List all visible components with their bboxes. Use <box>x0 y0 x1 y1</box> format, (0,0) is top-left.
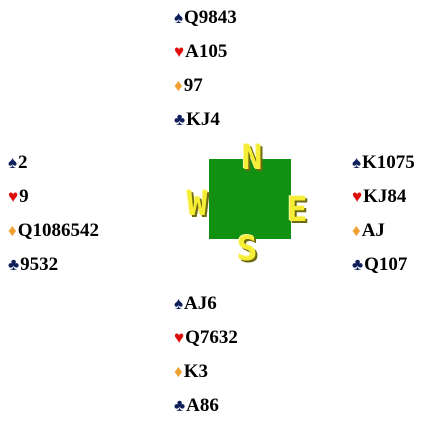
diamond-icon: ♦ <box>352 221 361 240</box>
compass-south-label: S <box>237 229 258 269</box>
west-hearts-row: ♥9 <box>8 180 99 214</box>
club-icon: ♣ <box>174 396 186 415</box>
west-diamonds-cards: Q1086542 <box>17 220 99 241</box>
west-spades-cards: 2 <box>18 152 28 173</box>
west-clubs-row: ♣9532 <box>8 248 99 282</box>
south-spades-cards: AJ6 <box>184 293 217 314</box>
club-icon: ♣ <box>8 255 20 274</box>
east-clubs-cards: Q107 <box>364 254 408 275</box>
heart-icon: ♥ <box>174 42 185 61</box>
south-diamonds-row: ♦K3 <box>174 355 238 389</box>
north-hearts-row: ♥A105 <box>174 35 237 69</box>
east-clubs-row: ♣Q107 <box>352 248 415 282</box>
south-diamonds-cards: K3 <box>183 361 208 382</box>
south-hand: ♠AJ6 ♥Q7632 ♦K3 ♣A86 <box>174 287 238 423</box>
spade-icon: ♠ <box>174 294 184 313</box>
heart-icon: ♥ <box>352 187 363 206</box>
east-diamonds-row: ♦AJ <box>352 214 415 248</box>
club-icon: ♣ <box>174 110 186 129</box>
south-clubs-row: ♣A86 <box>174 389 238 423</box>
compass-square <box>209 159 291 239</box>
north-spades-cards: Q9843 <box>184 7 237 28</box>
south-spades-row: ♠AJ6 <box>174 287 238 321</box>
east-hand: ♠K1075 ♥KJ84 ♦AJ ♣Q107 <box>352 146 415 282</box>
south-hearts-cards: Q7632 <box>185 327 238 348</box>
compass-east-label: E <box>287 190 308 230</box>
west-hand: ♠2 ♥9 ♦Q1086542 ♣9532 <box>8 146 99 282</box>
diamond-icon: ♦ <box>8 221 17 240</box>
compass-rose: N W E S <box>183 141 323 274</box>
diamond-icon: ♦ <box>174 362 183 381</box>
west-hearts-cards: 9 <box>19 186 29 207</box>
diamond-icon: ♦ <box>174 76 183 95</box>
north-hand: ♠Q9843 ♥A105 ♦97 ♣KJ4 <box>174 1 237 137</box>
east-diamonds-cards: AJ <box>361 220 385 241</box>
club-icon: ♣ <box>352 255 364 274</box>
east-hearts-cards: KJ84 <box>363 186 407 207</box>
east-spades-cards: K1075 <box>362 152 415 173</box>
north-hearts-cards: A105 <box>185 41 228 62</box>
compass-west-label: W <box>187 184 208 224</box>
north-clubs-row: ♣KJ4 <box>174 103 237 137</box>
spade-icon: ♠ <box>352 153 362 172</box>
spade-icon: ♠ <box>8 153 18 172</box>
north-diamonds-cards: 97 <box>183 75 203 96</box>
heart-icon: ♥ <box>8 187 19 206</box>
west-diamonds-row: ♦Q1086542 <box>8 214 99 248</box>
north-diamonds-row: ♦97 <box>174 69 237 103</box>
compass-north-label: N <box>242 138 263 178</box>
spade-icon: ♠ <box>174 8 184 27</box>
east-spades-row: ♠K1075 <box>352 146 415 180</box>
south-hearts-row: ♥Q7632 <box>174 321 238 355</box>
east-hearts-row: ♥KJ84 <box>352 180 415 214</box>
north-spades-row: ♠Q9843 <box>174 1 237 35</box>
west-spades-row: ♠2 <box>8 146 99 180</box>
north-clubs-cards: KJ4 <box>186 109 220 130</box>
south-clubs-cards: A86 <box>186 395 219 416</box>
heart-icon: ♥ <box>174 328 185 347</box>
west-clubs-cards: 9532 <box>20 254 59 275</box>
